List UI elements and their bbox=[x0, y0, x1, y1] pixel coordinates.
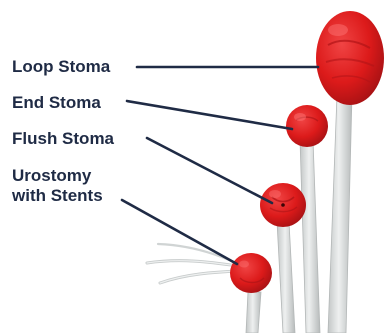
end-stoma-model bbox=[286, 105, 328, 147]
tube-urostomy bbox=[246, 292, 261, 333]
leader-line-end bbox=[127, 101, 292, 129]
tube-loop-stoma bbox=[328, 95, 352, 333]
tube-flush-stoma bbox=[277, 222, 295, 333]
label-urostomy-line1: Urostomy bbox=[12, 166, 103, 186]
leader-line-flush bbox=[147, 138, 272, 203]
label-urostomy-line2: with Stents bbox=[12, 186, 103, 206]
leader-line-urostomy bbox=[122, 200, 237, 264]
urostomy-stoma-model bbox=[230, 253, 272, 293]
tube-end-stoma bbox=[300, 140, 320, 333]
label-flush-stoma: Flush Stoma bbox=[12, 129, 114, 149]
label-end-stoma: End Stoma bbox=[12, 93, 101, 113]
label-loop-stoma: Loop Stoma bbox=[12, 57, 110, 77]
flush-stoma-model bbox=[260, 183, 306, 227]
loop-stoma-model bbox=[316, 11, 384, 105]
stent-tubes bbox=[147, 244, 240, 283]
label-urostomy: Urostomy with Stents bbox=[12, 166, 103, 206]
